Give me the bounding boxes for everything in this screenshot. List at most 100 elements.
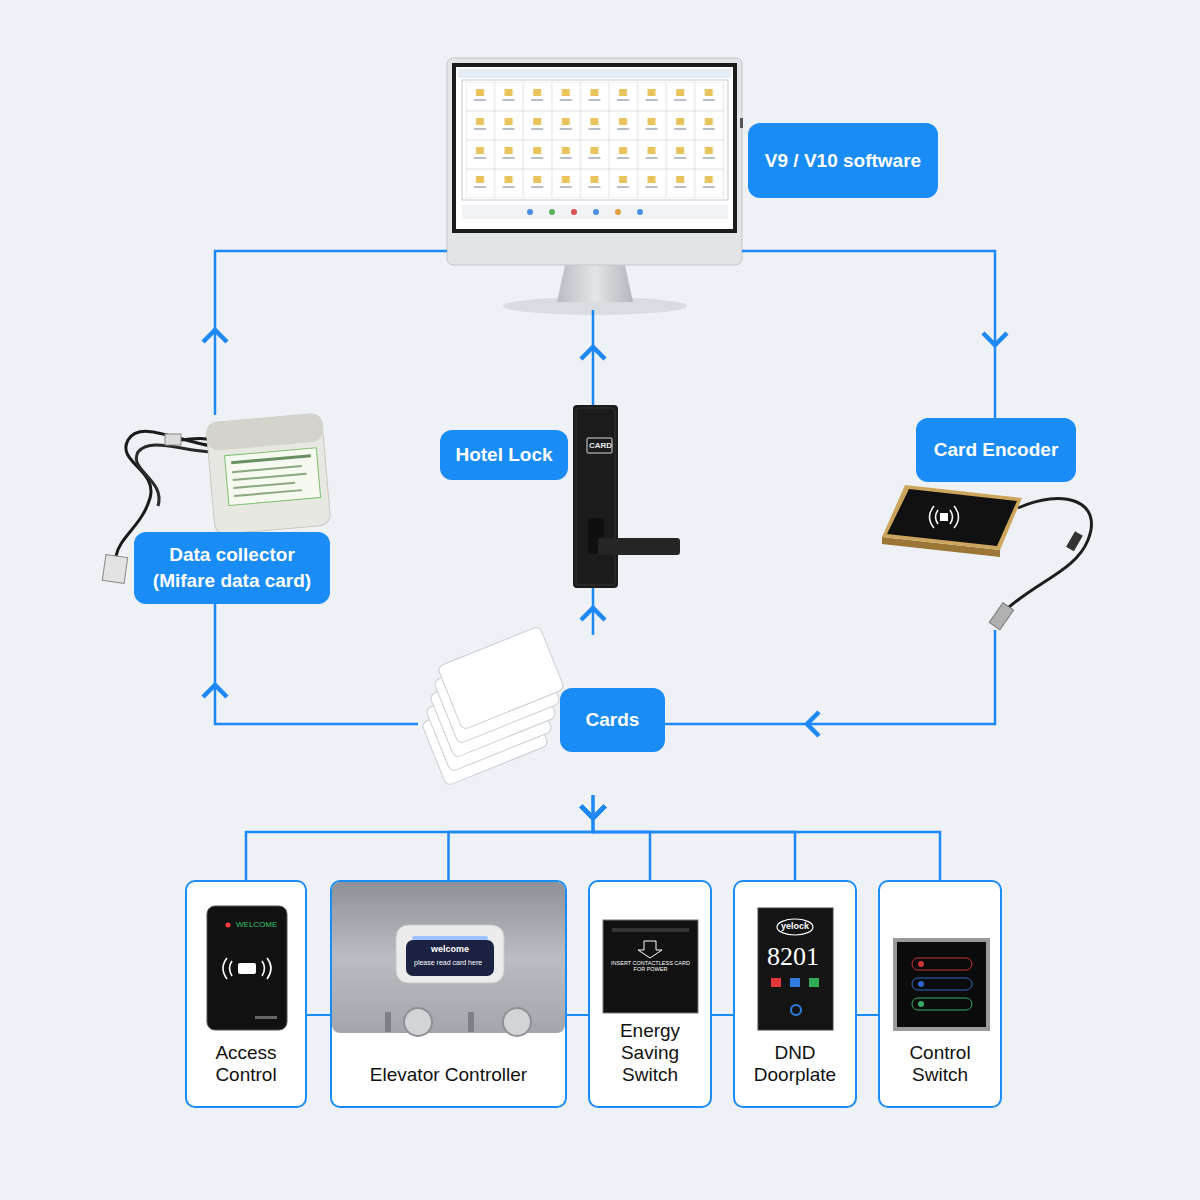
connector-line <box>449 795 594 880</box>
device-text: CARD <box>589 441 612 450</box>
screen-statusbar <box>462 205 728 219</box>
control-switch-illustration <box>893 938 990 1031</box>
brand-mark <box>255 1016 277 1019</box>
label-holder: yelock <box>781 921 809 931</box>
screen-toolbar <box>458 69 731 78</box>
elevator-panel <box>332 882 565 1033</box>
box-ground <box>185 880 307 1108</box>
box-link <box>567 1014 588 1016</box>
doorplate-body <box>758 908 833 1030</box>
label-holder: welcome <box>431 944 469 954</box>
logo-oval <box>777 919 813 935</box>
sticker-line <box>231 454 311 464</box>
arrow-chevron <box>581 347 605 359</box>
box-ground <box>733 880 857 1108</box>
card-symbol <box>238 963 256 974</box>
node-label: Control Switch <box>886 1042 994 1086</box>
sticker-line <box>234 489 302 497</box>
node-label: Cards <box>586 707 640 733</box>
collector-top <box>206 413 324 451</box>
connector-line <box>593 795 795 880</box>
monitor-illustration <box>447 58 743 315</box>
button-mark <box>385 1012 391 1032</box>
device-region: Card Encoder <box>880 418 1100 630</box>
sticker-line <box>233 473 307 481</box>
nfc-symbol <box>950 506 959 528</box>
connector <box>203 251 447 415</box>
switch-frame <box>893 938 990 1031</box>
collector-body <box>206 413 331 535</box>
arrow-chevron <box>983 333 1007 345</box>
device-box: Control Switch <box>878 880 1002 1108</box>
box-ground <box>588 880 712 1108</box>
key-icon <box>918 981 924 987</box>
arrow-chevron <box>581 806 605 818</box>
switch-key <box>912 998 972 1010</box>
sticker-line <box>233 482 295 489</box>
access-control-illustration <box>207 906 287 1030</box>
box-ground <box>330 880 567 1108</box>
device-region: Hotel Lock <box>440 405 680 588</box>
box-link <box>712 1014 733 1016</box>
connector <box>246 795 605 880</box>
label-pill: Data collector (Mifare data card) <box>134 532 330 604</box>
label-holder: INSERT CONTACTLESS CARD FOR POWER <box>606 960 695 973</box>
connector-line <box>593 795 940 880</box>
monitor-notch <box>740 118 743 128</box>
node-label: Hotel Lock <box>455 442 552 468</box>
node-label: Data collector (Mifare data card) <box>144 542 320 593</box>
button-mark <box>468 1012 474 1032</box>
device-box: DND Doorplate <box>733 880 857 1108</box>
cable-ferrite <box>1066 531 1083 551</box>
key-icon <box>918 961 924 967</box>
cards-illustration <box>421 626 564 786</box>
reader-body <box>207 906 287 1030</box>
switch-key <box>912 978 972 990</box>
elevator-illustration <box>332 882 565 1036</box>
arrow-chevron <box>581 608 605 620</box>
connector-line <box>665 630 995 724</box>
dnd-icon <box>771 978 781 987</box>
switch-plate <box>603 920 698 1013</box>
sticker-line <box>232 465 302 473</box>
box-link <box>857 1014 878 1016</box>
reader-face <box>406 940 494 976</box>
node-label: DND Doorplate <box>741 1042 849 1086</box>
screen-room-grid <box>466 82 724 198</box>
connector <box>665 630 995 736</box>
connector-line <box>742 251 995 418</box>
collector-sticker <box>225 448 321 506</box>
service-icon <box>809 978 819 987</box>
card-encoder-illustration <box>882 485 1091 630</box>
screen-grid-frame <box>462 80 728 200</box>
device-region: Data collector (Mifare data card) <box>100 415 330 604</box>
card <box>437 626 564 730</box>
wave-symbol <box>223 958 232 979</box>
monitor-screen-frame <box>452 63 737 233</box>
dnd-doorplate-illustration <box>758 908 833 1030</box>
monitor-screen <box>456 67 733 229</box>
reader-glow <box>412 936 488 940</box>
device-text: 8201 <box>767 942 819 972</box>
connector <box>203 604 418 724</box>
label-holder: CARD <box>589 441 612 450</box>
monitor-bezel <box>447 58 742 265</box>
device-region: V9 / V10 software <box>447 58 742 310</box>
connector-line <box>215 604 418 724</box>
lock-body <box>573 405 618 588</box>
card-slot <box>612 928 689 932</box>
arrow-chevron <box>203 685 227 697</box>
switch-glass <box>897 942 986 1027</box>
nfc-symbol <box>930 506 939 528</box>
device-text: yelock <box>781 921 809 931</box>
encoder-top <box>887 489 1017 546</box>
label-pill: V9 / V10 software <box>748 123 938 198</box>
device-box: Energy Saving Switch <box>588 880 712 1108</box>
screen-button <box>549 209 555 215</box>
connector-line <box>215 251 447 415</box>
device-box: Elevator Controller <box>330 880 567 1108</box>
label-holder: WELCOME <box>236 920 277 929</box>
energy-switch-illustration <box>603 920 698 1013</box>
connector <box>581 795 650 880</box>
node-label: Energy Saving Switch <box>596 1020 704 1086</box>
